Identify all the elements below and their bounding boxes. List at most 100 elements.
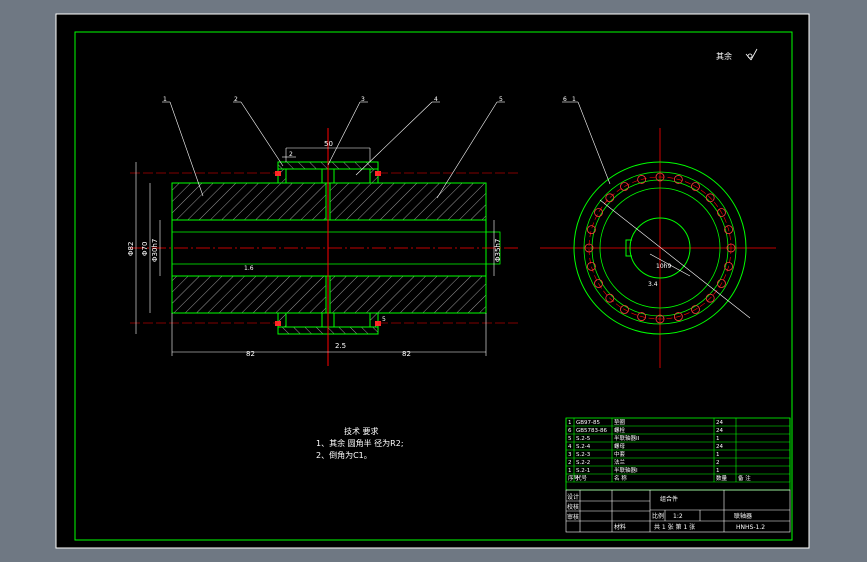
outer-circle [573,161,747,335]
bom-cell: S.2-5 [576,436,591,442]
balloon-4: 4 [434,96,438,103]
bolt-hole [726,243,736,253]
bolt-hole [673,312,683,321]
bom-cell: 法兰 [614,458,626,466]
bom-cell: 螺栓 [614,426,626,434]
bom-cell: 半联轴器I [614,466,638,474]
bom-cell: 1 [716,468,720,474]
drawing-frame [74,31,793,541]
bom-cell: 2 [568,460,572,466]
tb-scale: 1:2 [673,513,683,520]
bolt-hole [637,175,647,184]
tech-requirements: 技术 要求 1、其余 圆角半 径为R2; 2、倒角为C1。 [316,426,404,460]
side-balloon-1: 1 [572,96,576,103]
tb-material-col: 材料 [614,523,626,531]
dim-top-50: 50 [324,140,333,148]
dim-r5: 5 [382,316,386,323]
bom-cell: GB97-85 [576,420,601,426]
tb-reviewer: 审核 [567,513,579,521]
bolt-hole [691,305,700,314]
tb-drawing-no: HNHS-1.2 [736,524,765,531]
bom-cell: 垫圈 [614,418,626,426]
bom-cell: 5 [568,436,572,442]
bom-cell: 4 [568,444,572,450]
dim-d30: Φ30h7 [151,239,159,262]
dim-d35: Φ35h7 [494,239,502,262]
bom-table: 1 GB97-85 垫圈 24 6 GB5783-86 螺栓 24 5 S.2-5 半联轴器II 1 4… [565,417,791,491]
bolt-hole [705,193,715,203]
bolt-hole [717,279,726,288]
dim-top-2: 2 [289,151,293,158]
bom-cell: 24 [716,444,723,450]
keyway [625,239,632,257]
balloon-5: 5 [499,96,503,103]
bolt-hole [724,225,733,235]
bom-cell: 中套 [614,450,626,458]
bom-cell: 1 [716,436,720,442]
bom-cell: 2 [716,460,720,466]
bolt-hole [655,172,665,182]
right-hub-hatch-lower [329,275,487,314]
tb-assembly: 组合件 [660,495,678,503]
dim-d70: Φ70 [141,242,149,256]
bom-cell: S.2-2 [576,460,590,466]
bolt-hole [620,305,629,314]
bolt-hole [705,293,715,303]
bolt-hole [655,314,665,324]
dim-len-left: 82 [246,350,255,358]
bolt-hole [594,208,603,217]
bom-cell: 6 [568,428,572,434]
bom-header-cell: 名 称 [614,474,627,482]
tb-sheet: 共 1 张 第 1 张 [654,523,695,531]
tech-req-title: 技术 要求 [344,426,379,436]
tb-part: 联轴器 [734,512,752,520]
tech-req-line2: 2、倒角为C1。 [316,450,372,460]
roughness-symbol-icon [745,48,758,61]
balloon-1: 1 [163,96,167,103]
bom-header-cell: 数量 [716,474,728,482]
dim-gap: 2.5 [335,342,346,350]
bom-cell: 1 [716,452,720,458]
bom-cell: S.2-1 [576,468,590,474]
bolt-hole [620,182,629,191]
bom-cell: 半联轴器II [614,434,640,442]
bom-cell: S.2-3 [576,452,591,458]
bom-cell: 3 [568,452,572,458]
title-block [565,489,791,533]
bolt-hole [594,279,603,288]
bom-cell: S.2-4 [576,444,591,450]
dim-keyway: 10h9 [656,263,671,270]
bom-cell: GB5783-86 [576,428,608,434]
bom-cell: 1 [568,420,572,426]
bolt-hole [584,243,594,253]
bom-cell: 1 [568,468,572,474]
roughness-note: 其余 [716,51,732,61]
bolt-hole [587,261,596,271]
dim-len-right: 82 [402,350,411,358]
tb-designer: 设计 [567,493,579,501]
tech-req-line1: 1、其余 圆角半 径为R2; [316,438,404,448]
right-hub-hatch [329,182,487,221]
dim-r16: 1.6 [244,265,254,272]
bolt-hole-ring [584,172,736,324]
balloon-3: 3 [361,96,365,103]
bom-cell: 24 [716,428,723,434]
bolt-hole [691,182,700,191]
bolt-hole [717,208,726,217]
bolt-hole [587,225,596,235]
side-balloon-6: 6 [563,96,567,103]
bom-header-cell: 备 注 [738,474,751,482]
bom-header-cell: 代号 [576,474,588,482]
tb-scale-label: 比例 [652,512,664,520]
front-section-view: Φ82 Φ70 Φ30h7 Φ35h7 82 82 2.5 50 2 1.6 5… [127,96,520,366]
left-hub-hatch [171,182,327,221]
dim-keydepth: 3.4 [648,281,658,288]
bolt-hole [637,312,647,321]
left-hub-hatch-lower [171,275,327,314]
bom-cell: 螺母 [614,442,626,450]
bore-circle [629,217,691,279]
bolt-hole [605,193,615,203]
dim-d82: Φ82 [127,242,135,256]
bom-cell: 24 [716,420,723,426]
